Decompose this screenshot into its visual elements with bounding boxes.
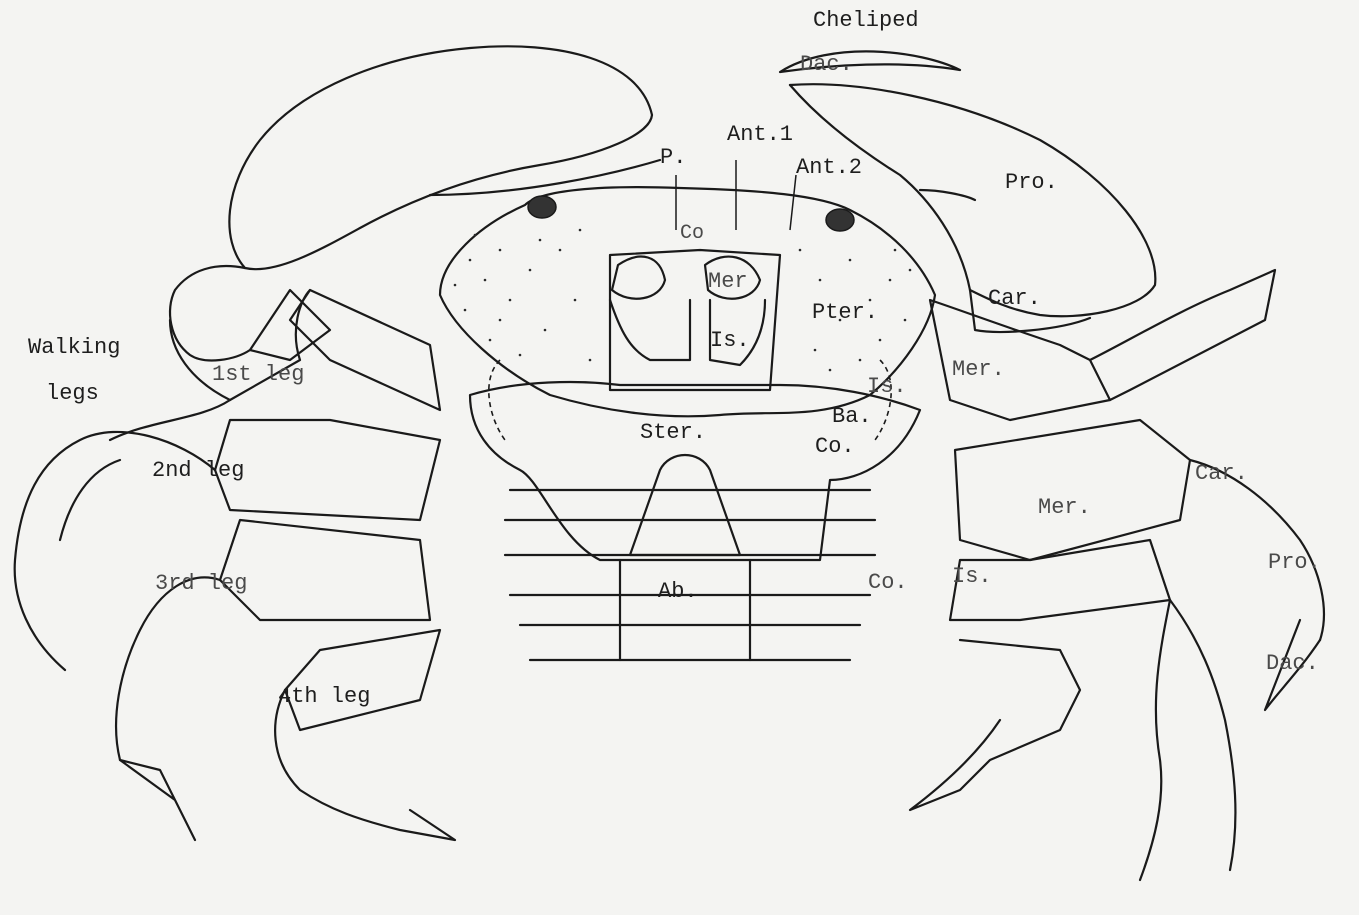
label-car-claw: Car. — [988, 286, 1041, 311]
label-ant2: Ant.2 — [796, 155, 862, 180]
label-ster: Ster. — [640, 420, 706, 445]
label-mer-right: Mer. — [952, 357, 1005, 382]
label-is-right: Is. — [867, 374, 907, 399]
label-pro-leg: Pro. — [1268, 550, 1321, 575]
label-mer-center: Mer — [708, 269, 748, 294]
label-pter: Pter. — [812, 300, 878, 325]
left-cheliped — [170, 46, 660, 360]
label-ba: Ba. — [832, 404, 872, 429]
label-p: P. — [660, 145, 686, 170]
label-leg4: 4th leg — [278, 684, 370, 709]
label-legs: legs — [46, 381, 99, 406]
label-leg3: 3rd leg — [155, 571, 247, 596]
label-is-leg: Is. — [952, 564, 992, 589]
label-mer-leg: Mer. — [1038, 495, 1091, 520]
label-dac-claw: Dac. — [800, 52, 853, 77]
label-leg1: 1st leg — [212, 362, 304, 387]
label-pro-claw: Pro. — [1005, 170, 1058, 195]
label-leg2: 2nd leg — [152, 458, 244, 483]
labels: Cheliped Dac. Pro. Car. Ant.1 Ant.2 P. C… — [28, 8, 1321, 709]
label-ant1: Ant.1 — [727, 122, 793, 147]
label-co-leg: Co. — [868, 570, 908, 595]
carapace — [440, 160, 935, 416]
label-cheliped: Cheliped — [813, 8, 919, 33]
label-is-center: Is. — [710, 328, 750, 353]
label-car-leg: Car. — [1195, 461, 1248, 486]
right-cheliped — [780, 51, 1155, 332]
label-walking: Walking — [28, 335, 120, 360]
label-dac-leg: Dac. — [1266, 651, 1319, 676]
label-co-right: Co. — [815, 434, 855, 459]
label-co-top: Co — [680, 222, 704, 245]
label-ab: Ab. — [658, 579, 698, 604]
